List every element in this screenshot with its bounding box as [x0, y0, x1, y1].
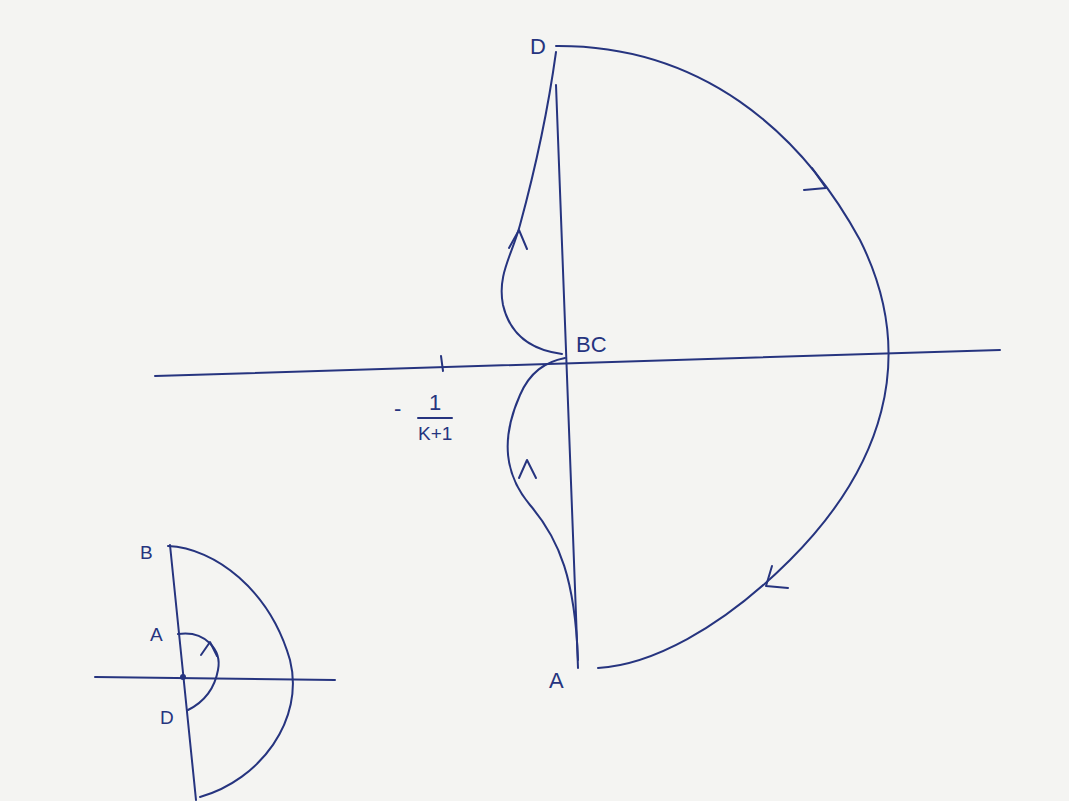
arrowhead — [201, 642, 217, 656]
contour — [168, 546, 293, 797]
point-label: A — [549, 670, 564, 692]
point-label: D — [530, 36, 546, 58]
origin-dot — [180, 674, 186, 680]
point-label: D — [160, 708, 174, 727]
imag-axis — [556, 85, 578, 668]
nyquist-curve — [508, 358, 578, 660]
nyquist-curve — [502, 52, 562, 354]
fraction-numerator: 1 — [429, 392, 441, 414]
arrowhead — [519, 460, 536, 478]
arrowhead — [509, 230, 527, 249]
infinite-arc — [556, 46, 889, 668]
point-label: A — [150, 625, 163, 644]
arrowhead — [766, 566, 788, 588]
fraction-bar — [418, 417, 452, 419]
indent-contour — [178, 633, 219, 710]
imag-axis — [170, 545, 196, 800]
point-label: BC — [576, 334, 607, 356]
arrowhead — [804, 168, 826, 190]
fraction-denominator: K+1 — [418, 424, 452, 443]
axis-tick — [441, 356, 443, 371]
point-label: B — [140, 543, 153, 562]
sign-symbol: - — [394, 398, 401, 420]
